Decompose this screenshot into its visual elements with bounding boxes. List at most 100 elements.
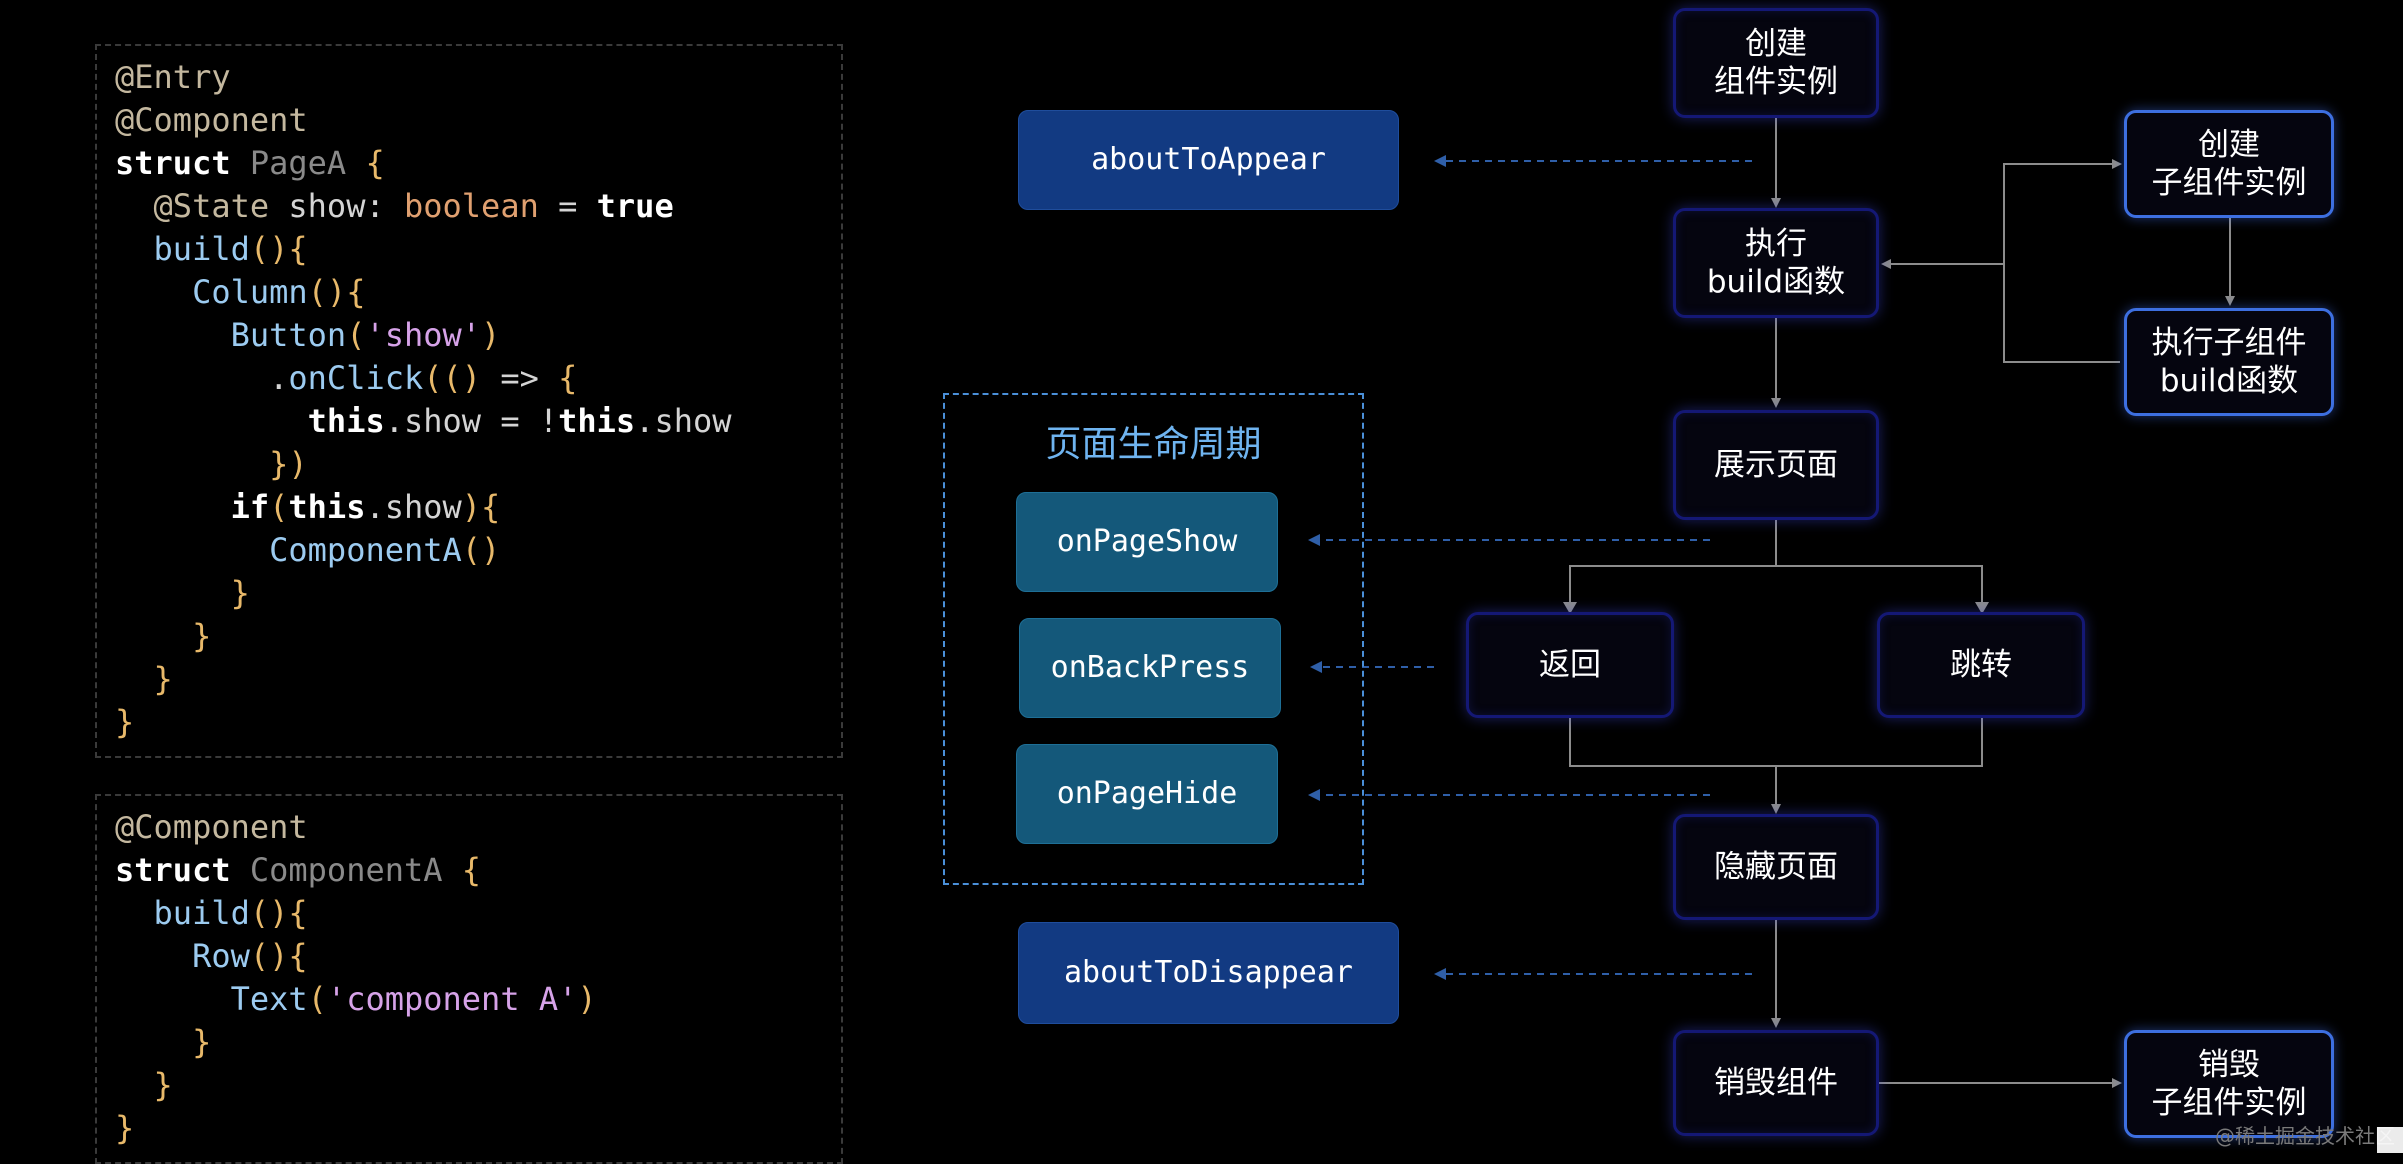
code-line: } bbox=[115, 1023, 211, 1061]
on-page-hide-hook: onPageHide bbox=[1016, 744, 1278, 844]
code-token: (){ bbox=[249, 894, 308, 932]
destroy-child-node: 销毁 子组件实例 bbox=[2124, 1030, 2334, 1138]
code-line: } bbox=[115, 1109, 134, 1147]
code-line: .onClick(() => { bbox=[115, 359, 577, 397]
code-token: ){ bbox=[461, 488, 501, 526]
code-line: @State show: boolean = true bbox=[115, 187, 674, 225]
code-token: build bbox=[153, 230, 250, 268]
code-token: struct bbox=[115, 851, 231, 889]
code-line: build(){ bbox=[115, 230, 308, 268]
on-page-show-hook: onPageShow bbox=[1016, 492, 1278, 592]
code-line: Text('component A') bbox=[115, 980, 597, 1018]
code-token: { bbox=[365, 144, 385, 182]
code-token: ComponentA bbox=[269, 531, 462, 569]
code-token: ( bbox=[346, 316, 366, 354]
code-token: ( bbox=[269, 488, 289, 526]
code-line: ComponentA() bbox=[115, 531, 500, 569]
code-token: onClick bbox=[288, 359, 424, 397]
code-line: build(){ bbox=[115, 894, 308, 932]
code-token: Text bbox=[230, 980, 308, 1018]
code-token: } bbox=[153, 1066, 173, 1104]
code-line: } bbox=[115, 1066, 173, 1104]
code-token: } bbox=[230, 574, 250, 612]
code-token: (){ bbox=[249, 937, 308, 975]
code-token: 'component A' bbox=[326, 980, 578, 1018]
component-a-code-panel: @Component struct ComponentA { build(){ … bbox=[95, 794, 843, 1164]
hide-page-node: 隐藏页面 bbox=[1673, 814, 1879, 920]
code-token: } bbox=[153, 660, 173, 698]
code-line: } bbox=[115, 574, 250, 612]
code-line: Row(){ bbox=[115, 937, 308, 975]
code-token: }) bbox=[269, 445, 308, 483]
code-line: } bbox=[115, 703, 134, 741]
code-token: Button bbox=[230, 316, 347, 354]
child-loop bbox=[2003, 163, 2120, 363]
page-a-code: @Entry @Component struct PageA { @State … bbox=[115, 56, 732, 744]
code-token: } bbox=[192, 1023, 212, 1061]
watermark: @稀土掘金技术社区 bbox=[2215, 1124, 2395, 1148]
code-token: { bbox=[558, 359, 578, 397]
back-node: 返回 bbox=[1466, 612, 1674, 718]
code-token: 'show' bbox=[365, 316, 482, 354]
about-to-disappear-hook: aboutToDisappear bbox=[1018, 922, 1399, 1024]
code-token: . bbox=[115, 359, 289, 397]
code-line: if(this.show){ bbox=[115, 488, 501, 526]
code-token: ) bbox=[577, 980, 597, 1018]
code-token: @State bbox=[153, 187, 270, 225]
code-token: Row bbox=[192, 937, 250, 975]
code-token: } bbox=[192, 617, 212, 655]
page-lifecycle-group: 页面生命周期 bbox=[943, 393, 1364, 885]
code-token: true bbox=[596, 187, 674, 225]
code-token: boolean bbox=[403, 187, 539, 225]
code-token: (){ bbox=[307, 273, 366, 311]
code-token: ) bbox=[481, 316, 501, 354]
merge-back-jump bbox=[1569, 718, 1983, 767]
code-token: if bbox=[230, 488, 270, 526]
code-line: @Component bbox=[115, 808, 308, 846]
component-a-code: @Component struct ComponentA { build(){ … bbox=[115, 806, 597, 1150]
code-token: .show bbox=[365, 488, 462, 526]
code-token: @Component bbox=[115, 808, 308, 846]
code-token: } bbox=[115, 1109, 135, 1147]
code-token: Column bbox=[192, 273, 308, 311]
code-token: { bbox=[461, 851, 482, 889]
code-token: => bbox=[481, 359, 559, 397]
code-token: } bbox=[115, 703, 135, 741]
code-token: struct bbox=[115, 144, 231, 182]
run-build-node: 执行 build函数 bbox=[1673, 208, 1879, 318]
code-token: @Entry bbox=[115, 58, 231, 96]
code-token: .show = ! bbox=[384, 402, 559, 440]
on-back-press-hook: onBackPress bbox=[1019, 618, 1281, 718]
code-token: PageA bbox=[249, 144, 347, 182]
code-line: } bbox=[115, 617, 211, 655]
code-token: () bbox=[461, 531, 501, 569]
code-token: ( bbox=[307, 980, 327, 1018]
page-a-code-panel: @Entry @Component struct PageA { @State … bbox=[95, 44, 843, 758]
code-line: @Component bbox=[115, 101, 308, 139]
code-token: this bbox=[558, 402, 636, 440]
corner-marker bbox=[2377, 1127, 2403, 1153]
code-token: = bbox=[538, 187, 597, 225]
show-page-node: 展示页面 bbox=[1673, 410, 1879, 520]
jump-node: 跳转 bbox=[1877, 612, 2085, 718]
code-line: struct PageA { bbox=[115, 144, 385, 182]
code-token: build bbox=[153, 894, 250, 932]
code-line: Column(){ bbox=[115, 273, 365, 311]
code-line: @Entry bbox=[115, 58, 231, 96]
create-child-node: 创建 子组件实例 bbox=[2124, 110, 2334, 218]
code-token: @Component bbox=[115, 101, 308, 139]
code-line: }) bbox=[115, 445, 308, 483]
run-child-build-node: 执行子组件 build函数 bbox=[2124, 308, 2334, 416]
code-line: } bbox=[115, 660, 173, 698]
code-token: this bbox=[288, 488, 366, 526]
code-token: this bbox=[307, 402, 385, 440]
create-instance-node: 创建 组件实例 bbox=[1673, 8, 1879, 118]
code-line: Button('show') bbox=[115, 316, 501, 354]
code-token: (){ bbox=[249, 230, 308, 268]
code-token: (() bbox=[423, 359, 482, 397]
code-line: this.show = !this.show bbox=[115, 402, 732, 440]
code-token: show: bbox=[269, 187, 404, 225]
destroy-component-node: 销毁组件 bbox=[1673, 1030, 1879, 1136]
branch-show-to-back-jump bbox=[1569, 520, 1777, 610]
